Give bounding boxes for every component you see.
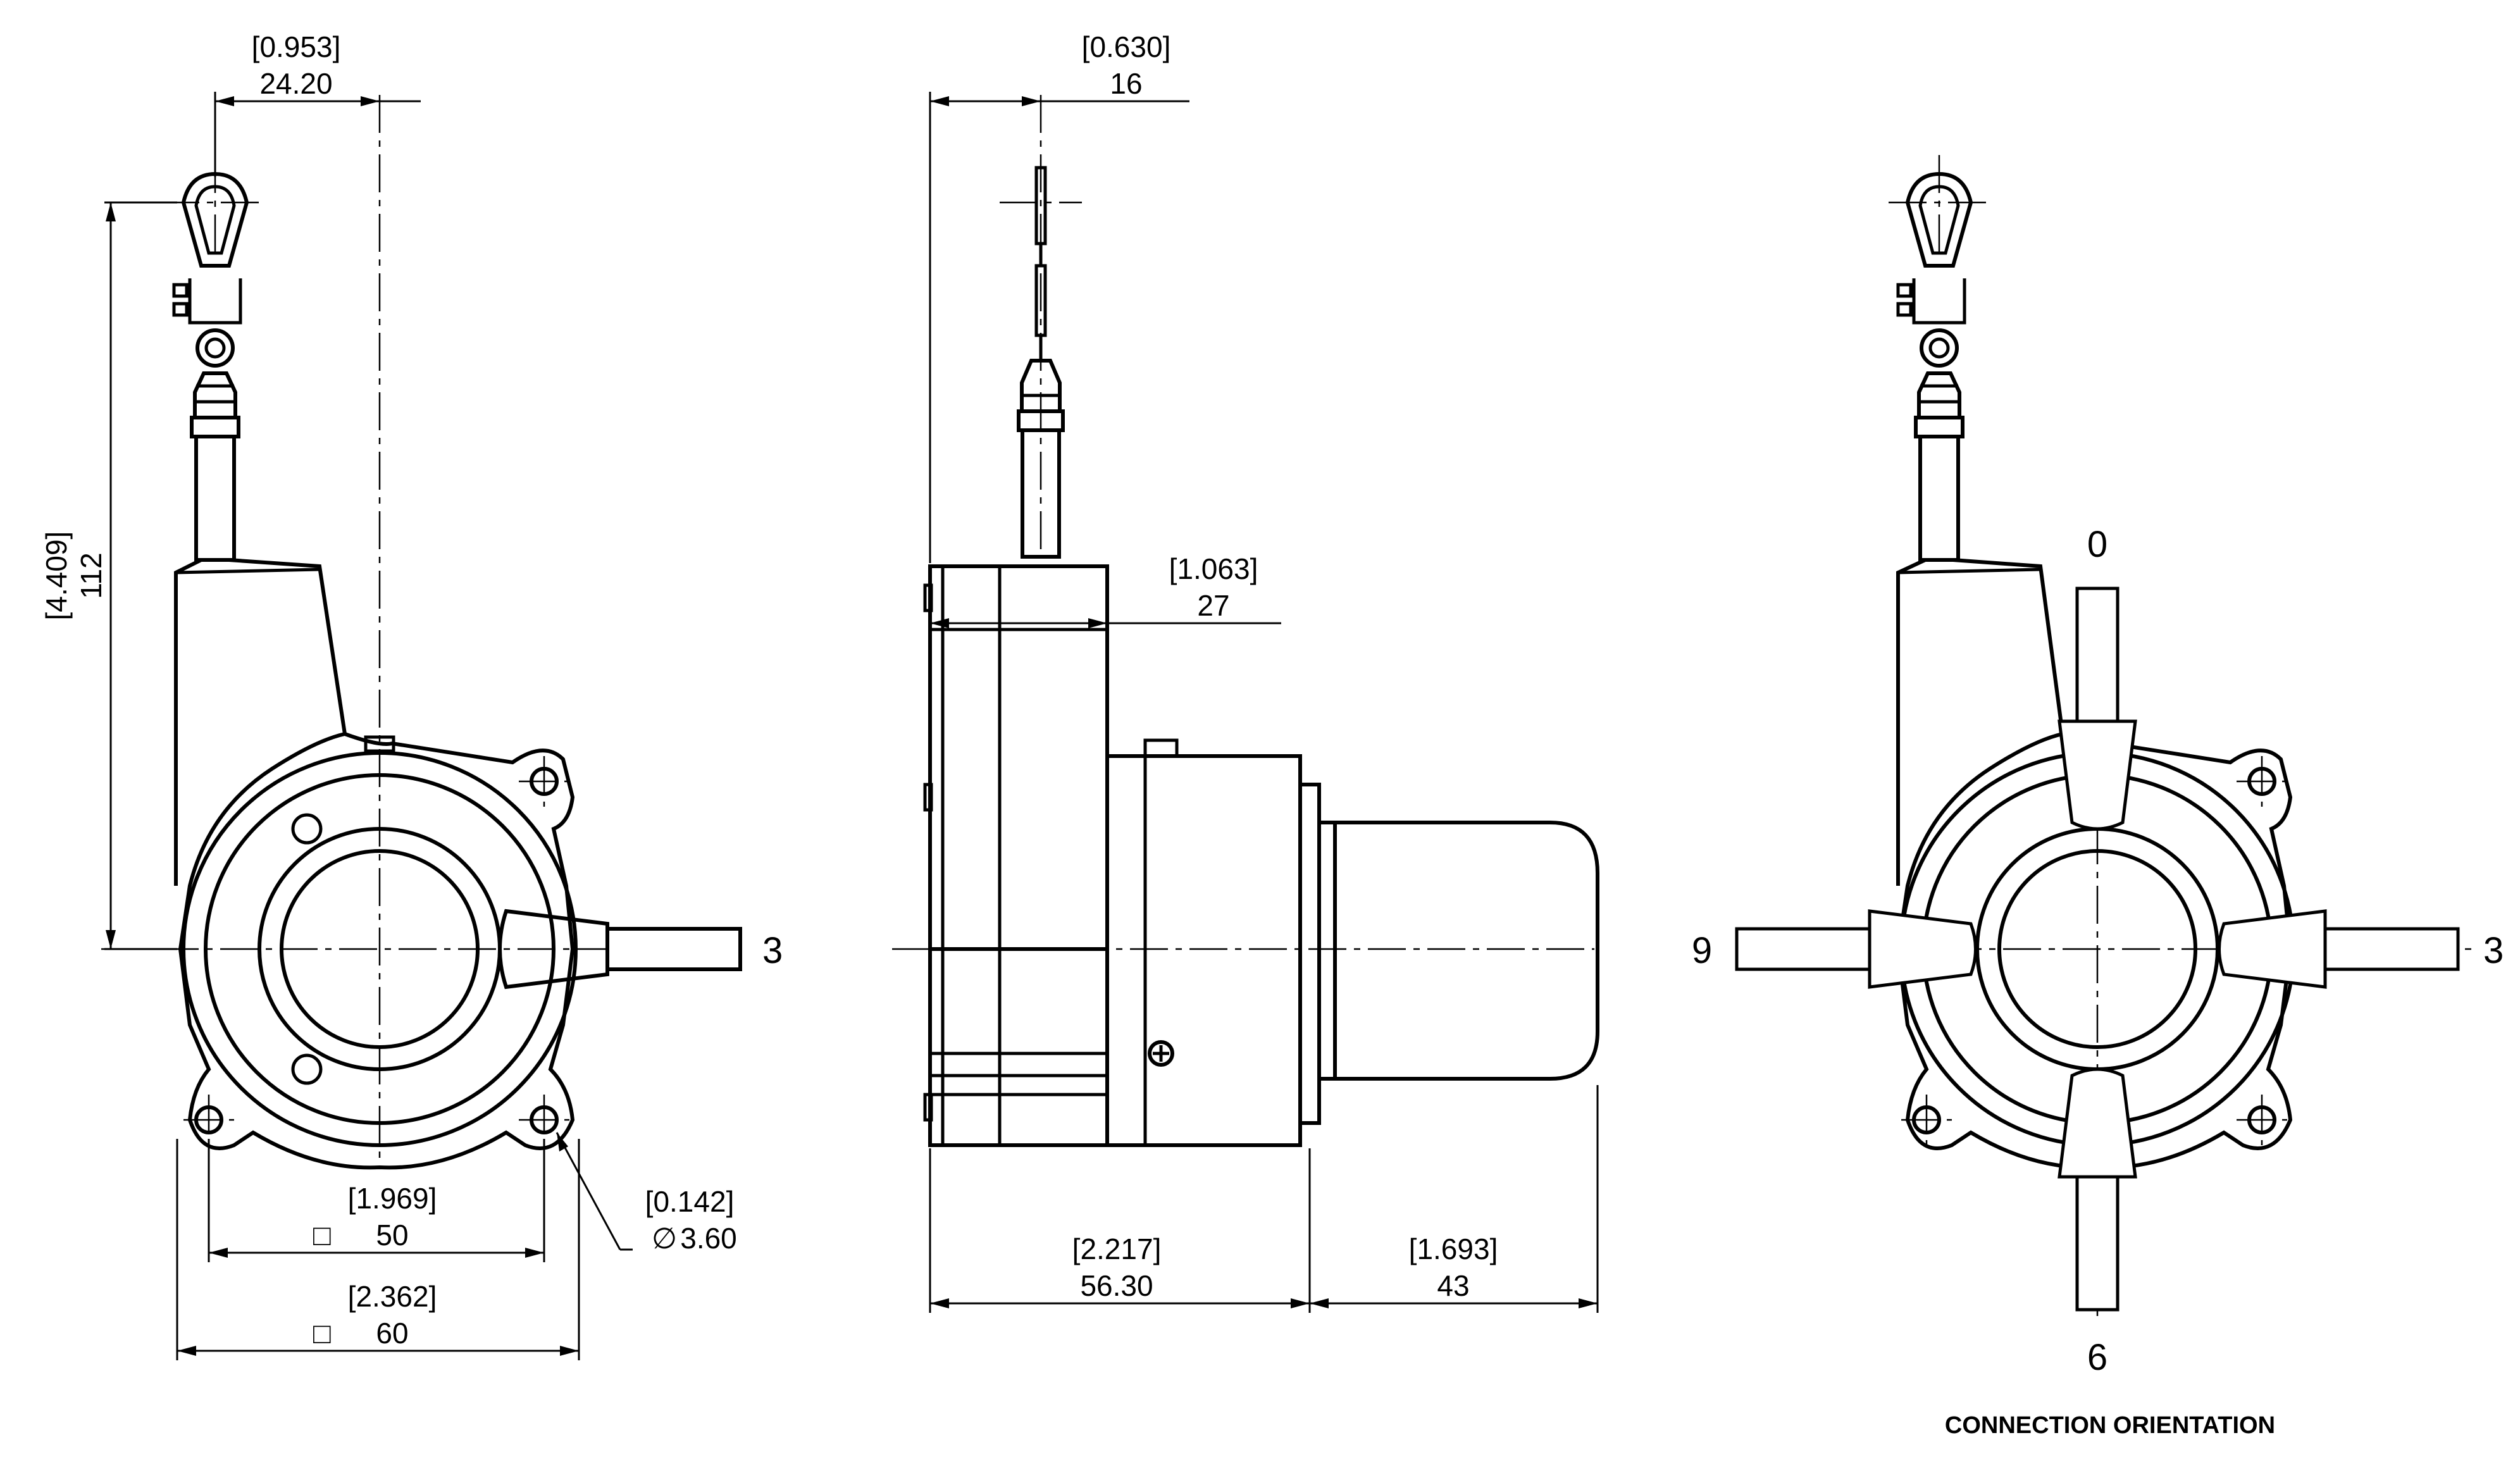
dim-body-length: [2.217] 56.30 (929, 1148, 1311, 1313)
mounting-hole (183, 1095, 234, 1145)
mounting-hole (519, 1095, 569, 1145)
svg-text:60: 60 (376, 1317, 408, 1350)
mounting-hole (1901, 1095, 1952, 1145)
svg-text:□: □ (313, 1317, 331, 1350)
svg-text:[0.630]: [0.630] (1082, 30, 1171, 63)
exit-label: 3 (762, 930, 783, 971)
connector-0 (2058, 587, 2137, 831)
svg-text:[1.063]: [1.063] (1169, 552, 1258, 585)
connector-3 (2218, 909, 2460, 989)
dim-cable-offset: [0.630] 16 (929, 30, 1189, 563)
orientation-view: 0 3 6 9 CONNECTION ORIENTATION (1692, 155, 2504, 1439)
svg-text:[0.953]: [0.953] (252, 30, 341, 63)
orientation-label-top: 0 (2087, 524, 2107, 565)
svg-text:[1.969]: [1.969] (348, 1182, 437, 1215)
svg-text:[4.409]: [4.409] (40, 531, 73, 621)
dim-height: [4.409] 112 (40, 201, 177, 950)
orientation-label-left: 9 (1692, 930, 1712, 971)
dim-body-width: [2.362] □ 60 (176, 1139, 580, 1360)
dim-housing-depth: [1.063] 27 (930, 552, 1281, 628)
side-view: [0.630] 16 [1.063] 27 [2.217] 56.30 (892, 30, 1599, 1313)
cable-clip-side (1017, 166, 1065, 559)
dim-hole-diameter: [0.142] ∅ 3.60 (556, 1132, 737, 1255)
connector-6 (2058, 1067, 2137, 1312)
cable-clip (172, 171, 249, 562)
svg-text:112: 112 (75, 552, 108, 599)
svg-text:[1.693]: [1.693] (1409, 1232, 1498, 1265)
svg-text:16: 16 (1110, 67, 1142, 100)
orientation-caption: CONNECTION ORIENTATION (1945, 1412, 2275, 1439)
orientation-label-right: 3 (2483, 930, 2504, 971)
dim-hole-spacing: [1.969] □ 50 (208, 1139, 545, 1262)
dim-width-top: [0.953] 24.20 (214, 30, 421, 177)
svg-text:50: 50 (376, 1219, 408, 1251)
svg-text:27: 27 (1197, 589, 1229, 622)
svg-text:43: 43 (1437, 1269, 1469, 1302)
connector-9 (1735, 909, 1977, 989)
dim-sensor-length: [1.693] 43 (1310, 1085, 1599, 1313)
svg-text:3.60: 3.60 (680, 1222, 737, 1255)
svg-text:∅: ∅ (652, 1222, 677, 1255)
cable-clip (1896, 171, 1973, 562)
mounting-hole (519, 756, 569, 807)
svg-text:[2.217]: [2.217] (1072, 1232, 1162, 1265)
svg-text:56.30: 56.30 (1080, 1269, 1153, 1302)
svg-text:[2.362]: [2.362] (348, 1280, 437, 1313)
mounting-hole (2237, 1095, 2287, 1145)
mounting-hole (2237, 756, 2287, 807)
svg-text:□: □ (313, 1219, 331, 1251)
svg-text:24.20: 24.20 (259, 67, 332, 100)
front-view: 3 [0.953] 24.20 [4.409] 112 (40, 30, 783, 1360)
orientation-label-bottom: 6 (2087, 1337, 2107, 1378)
svg-text:[0.142]: [0.142] (645, 1185, 735, 1218)
